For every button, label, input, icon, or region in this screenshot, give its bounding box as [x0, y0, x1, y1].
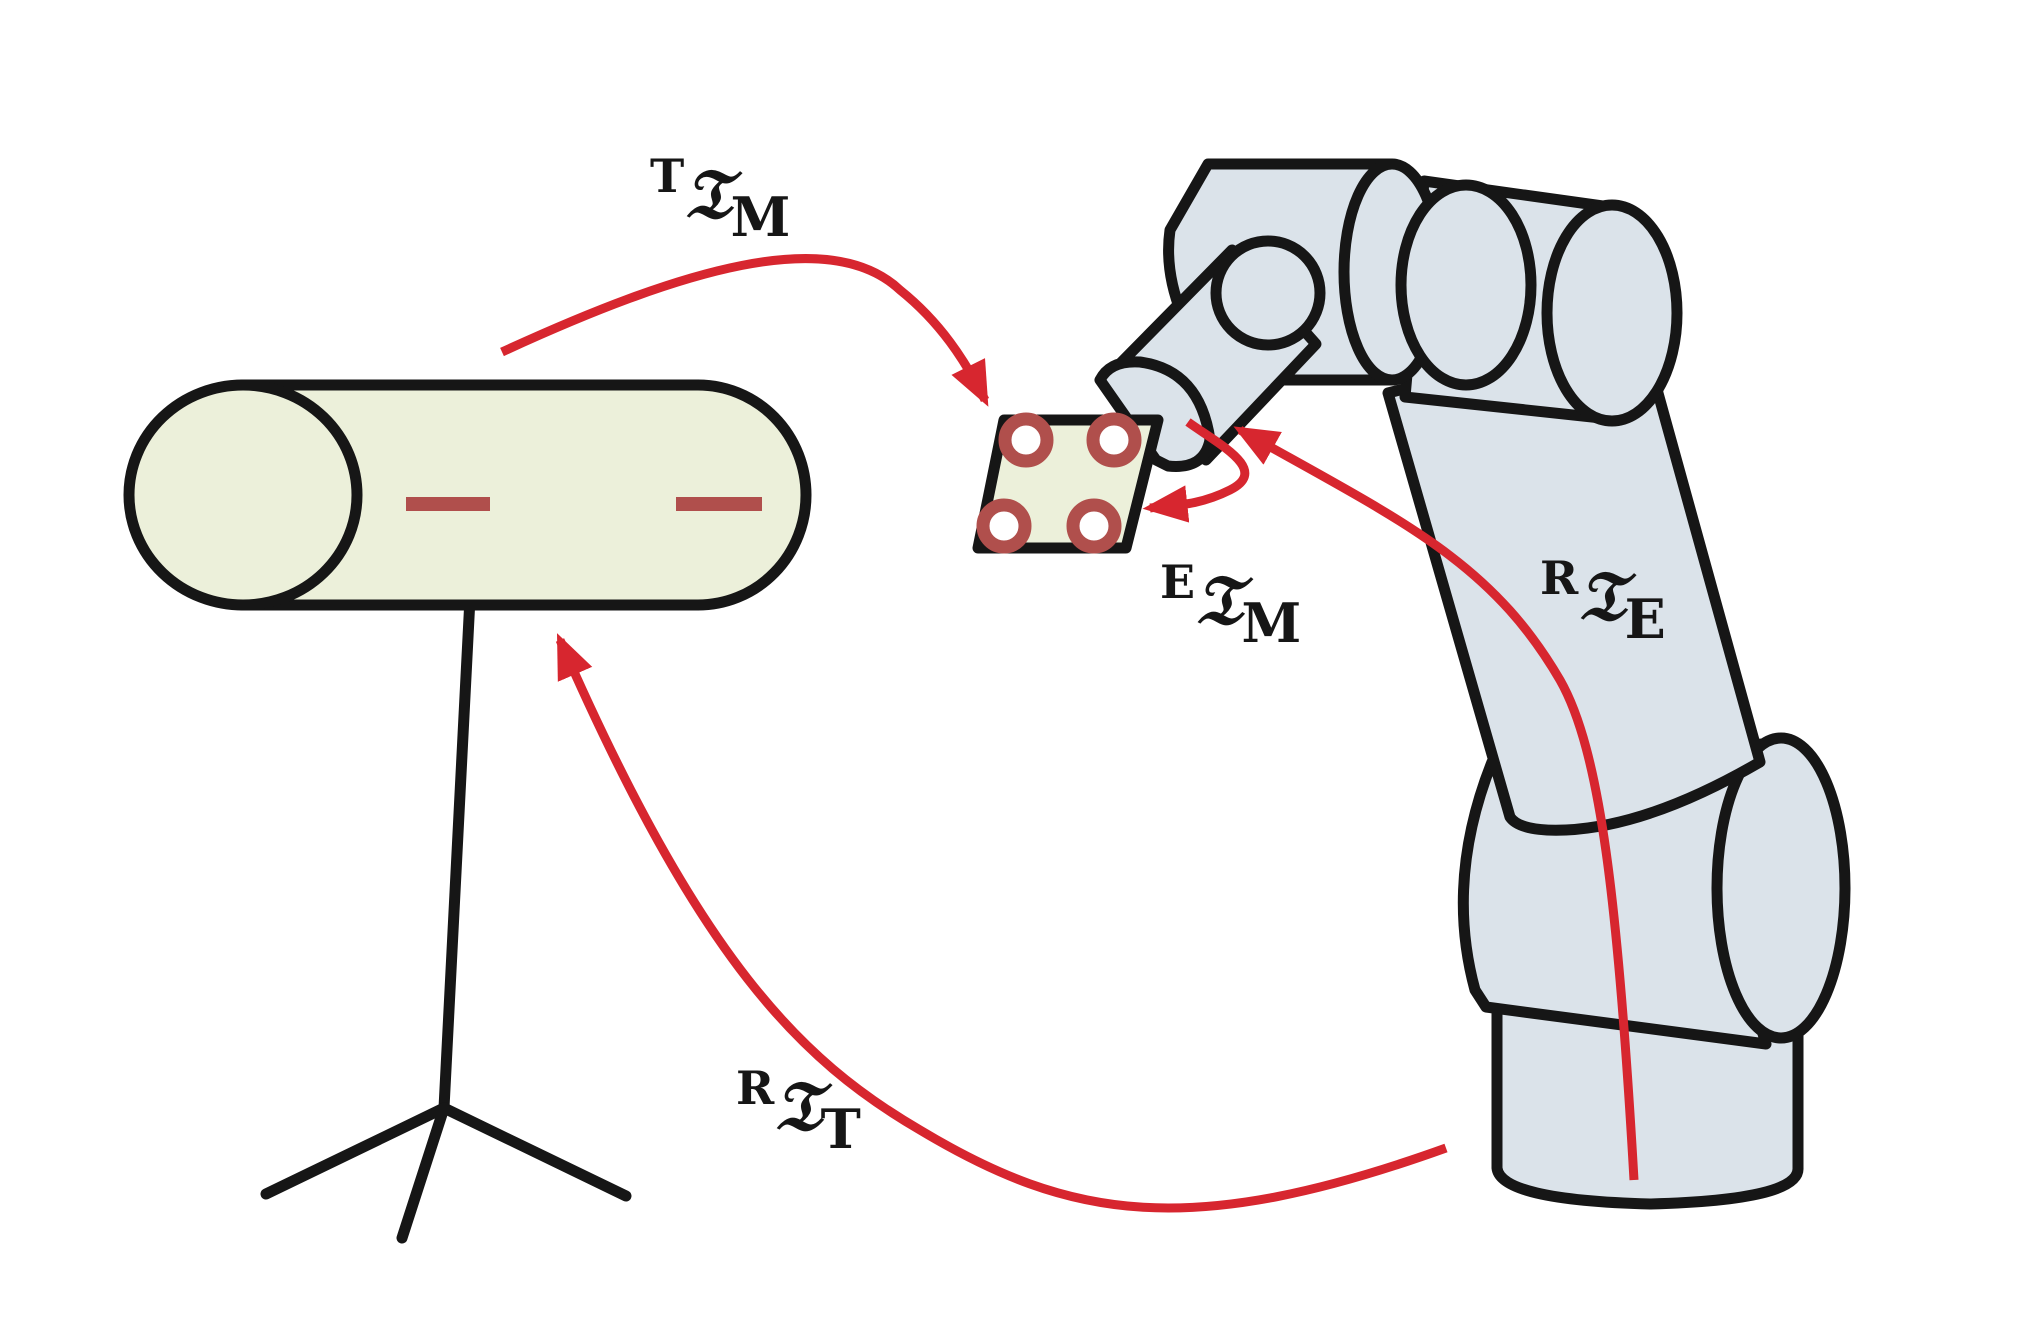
arrow-robot-to-effector [1233, 426, 1639, 1181]
arrow-robot-to-tracker [555, 633, 1448, 1213]
robot-upper-joint-face [1541, 199, 1683, 427]
robot-forearm-joint [1210, 235, 1326, 351]
tracking-camera [123, 379, 812, 1244]
tracker-bar [236, 379, 812, 611]
robot-arm [1094, 158, 1851, 1210]
tripod [260, 592, 632, 1244]
marker-plate [972, 412, 1164, 554]
tracker-bar-end [123, 379, 363, 611]
marker-dot-top-left [998, 412, 1054, 468]
robot-shoulder-inner-face [1395, 179, 1537, 391]
marker-dot-bottom-left [976, 498, 1032, 554]
label-effector-marker: E𝔗M [1160, 555, 1301, 655]
label-robot-tracker: R𝔗T [736, 1061, 861, 1161]
robot-wrist [1094, 356, 1216, 472]
robot-lower-joint-face [1711, 732, 1851, 1044]
label-tracker-marker: T𝔗M [650, 149, 790, 249]
marker-dot-bottom-right [1066, 498, 1122, 554]
marker-dot-top-right [1086, 412, 1142, 468]
arrow-tracker-to-marker [500, 254, 990, 407]
arrow-effector-to-marker [1142, 418, 1250, 523]
